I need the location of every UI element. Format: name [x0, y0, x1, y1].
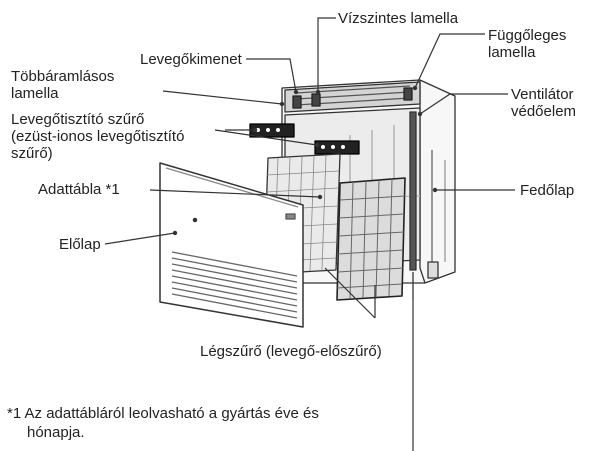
label-elolap: Előlap [59, 236, 101, 253]
label-vizszintes-lamella: Vízszintes lamella [338, 10, 459, 27]
label-ventilator-line1: Ventilátor [511, 86, 574, 103]
label-levegotisztito-szuro-line2: (ezüst-ionos levegőtisztító [11, 128, 185, 145]
leader-lines [104, 17, 515, 451]
label-tobbaramlasos-lamella-line1: Többáramlásos [11, 68, 115, 85]
label-fuggoleges-lamella-line2: lamella [488, 44, 536, 61]
label-levegotisztito-szuro-line1: Levegőtisztító szűrő [11, 111, 145, 128]
label-levegotisztito-szuro-line3: szűrő) [11, 145, 53, 162]
label-legszuro: Légszűrő (levegő-előszűrő) [200, 343, 382, 360]
air-outlet [284, 81, 421, 113]
front-panel [159, 162, 304, 328]
footnote-line2: hónapja. [27, 424, 85, 441]
label-fuggoleges-lamella-line1: Függőleges [488, 27, 567, 44]
label-levegokimenet: Levegőkimenet [140, 51, 242, 68]
footnote-line1: *1 Az adattábláról leolvasható a gyártás… [7, 405, 319, 422]
label-ventilator-line2: védőelem [511, 103, 577, 120]
label-adattabla: Adattábla *1 [38, 181, 120, 198]
label-fedolap: Fedőlap [520, 182, 575, 199]
air-filter-right [336, 177, 406, 301]
label-tobbaramlasos-lamella-line2: lamella [11, 85, 59, 102]
